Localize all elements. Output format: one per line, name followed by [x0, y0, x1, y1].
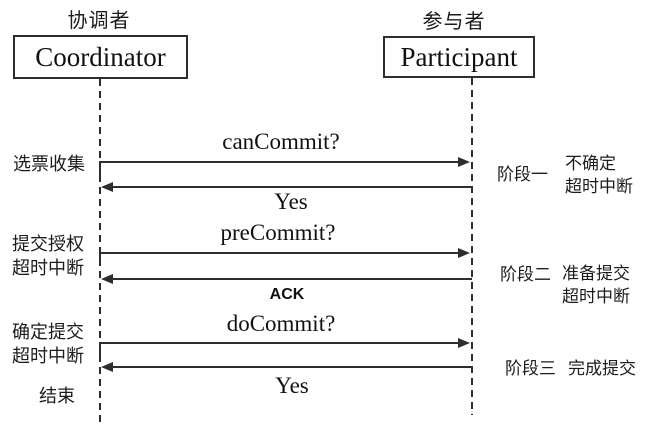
phase-3-states: 完成提交: [568, 357, 636, 380]
state-line: 提交授权: [12, 234, 84, 254]
phase-2-states: 准备提交 超时中断: [562, 262, 630, 308]
arrow-yes1-head: [101, 182, 113, 192]
phase-3-name: 阶段三: [505, 359, 556, 378]
message-cancommit-label: canCommit?: [222, 129, 340, 154]
arrow-yes2-head: [101, 362, 113, 372]
coordinator-state-vote-collect: 选票收集: [13, 152, 85, 176]
phase-state-line: 不确定: [565, 154, 616, 173]
arrow-precommit-head: [458, 248, 470, 258]
phase-state-line: 完成提交: [568, 359, 636, 378]
phase-1-states: 不确定 超时中断: [565, 152, 633, 198]
message-yes1-label: Yes: [274, 189, 308, 214]
arrow-cancommit-head: [458, 157, 470, 167]
coordinator-state-confirm-commit: 确定提交 超时中断: [12, 320, 84, 368]
participant-name: Participant: [400, 41, 518, 72]
arrow-cancommit-line: [99, 161, 459, 178]
state-line: 超时中断: [12, 346, 84, 366]
message-ack-label: ACK: [269, 286, 305, 303]
state-line: 确定提交: [12, 322, 84, 342]
state-line: 超时中断: [12, 258, 84, 278]
coordinator-box: Coordinator: [13, 35, 188, 79]
coordinator-name: Coordinator: [35, 41, 166, 72]
message-yes2-label: Yes: [275, 373, 309, 398]
participant-box: Participant: [383, 36, 535, 78]
arrow-docommit-line: [99, 342, 459, 360]
arrow-precommit-line: [99, 252, 459, 266]
phase-state-line: 超时中断: [562, 287, 630, 306]
state-line: 结束: [39, 386, 75, 406]
arrow-ack-head: [101, 274, 113, 284]
message-docommit-label: doCommit?: [226, 311, 336, 336]
phase-state-line: 准备提交: [562, 264, 630, 283]
phase-state-line: 超时中断: [565, 177, 633, 196]
arrow-docommit-head: [458, 338, 470, 348]
state-line: 选票收集: [13, 154, 85, 174]
phase-1-name: 阶段一: [497, 165, 548, 184]
message-precommit-label: preCommit?: [220, 220, 336, 245]
phase-2-name: 阶段二: [500, 265, 551, 284]
coordinator-role-label: 协调者: [67, 10, 131, 32]
participant-role-label: 参与者: [422, 11, 486, 33]
coordinator-state-end: 结束: [39, 384, 75, 408]
coordinator-state-commit-authorize: 提交授权 超时中断: [12, 232, 84, 280]
